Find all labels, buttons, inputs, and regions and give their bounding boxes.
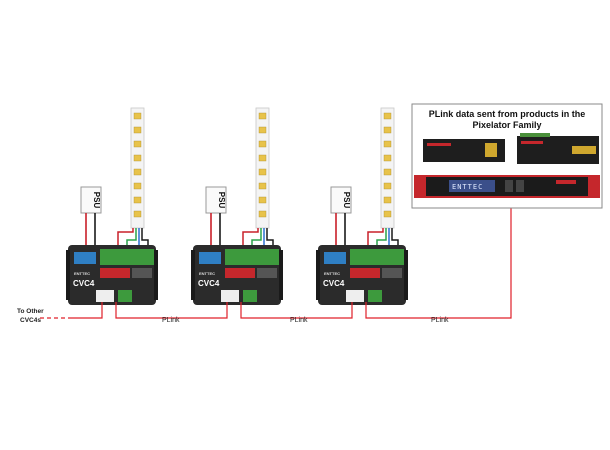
plink-wire-3-pixelator bbox=[365, 195, 512, 319]
brand-label: ENTTEC bbox=[199, 271, 215, 276]
led-strip-3 bbox=[380, 107, 395, 229]
plink-label-3: PLink bbox=[431, 317, 449, 324]
psu-1: PSU bbox=[80, 186, 102, 214]
plink-label-1: PLink bbox=[162, 317, 180, 324]
family-box-title-line2: Pixelator Family bbox=[472, 120, 541, 130]
pixelator-rack-device: ENTTEC bbox=[414, 175, 600, 198]
cvc4-device-2: ENTTEC CVC4 bbox=[191, 245, 283, 305]
model-label: CVC4 bbox=[323, 279, 345, 288]
model-label: CVC4 bbox=[198, 279, 220, 288]
cvc4-device-3: ENTTEC CVC4 bbox=[316, 245, 408, 305]
cvc4-unit-2: PSU ENTTEC CVC4 bbox=[191, 107, 283, 305]
model-label: CVC4 bbox=[73, 279, 95, 288]
psu-label: PSU bbox=[217, 192, 226, 209]
pixelator-family-box: PLink data sent from products in the Pix… bbox=[411, 103, 603, 209]
plink-wiring bbox=[40, 195, 512, 319]
plink-label-2: PLink bbox=[290, 317, 308, 324]
cvc4-unit-1: PSU ENTTEC CVC4 bbox=[66, 107, 158, 305]
brand-label: ENTTEC bbox=[74, 271, 90, 276]
family-box-title-line1: PLink data sent from products in the bbox=[429, 109, 586, 119]
cvc4-unit-3: PSU ENTTEC CVC4 bbox=[316, 107, 408, 305]
psu-label: PSU bbox=[342, 192, 351, 209]
psu-label: PSU bbox=[92, 192, 101, 209]
plink-wire-2-3 bbox=[240, 302, 353, 319]
lcd-display-text: ENTTEC bbox=[452, 183, 483, 191]
to-other-label-line1: To Other bbox=[17, 308, 44, 315]
plink-wire-1-2 bbox=[115, 302, 228, 319]
pixelator-controller-device bbox=[517, 133, 599, 164]
cvc4-device-1: ENTTEC CVC4 bbox=[66, 245, 158, 305]
led-strip-2 bbox=[255, 107, 270, 229]
led-strip-1 bbox=[130, 107, 145, 229]
to-other-label-line2: CVC4s bbox=[20, 317, 41, 324]
plink-wire-1-in bbox=[70, 302, 103, 319]
psu-2: PSU bbox=[205, 186, 227, 214]
brand-label: ENTTEC bbox=[324, 271, 340, 276]
pixelator-mini-device bbox=[423, 139, 505, 162]
psu-3: PSU bbox=[330, 186, 352, 214]
